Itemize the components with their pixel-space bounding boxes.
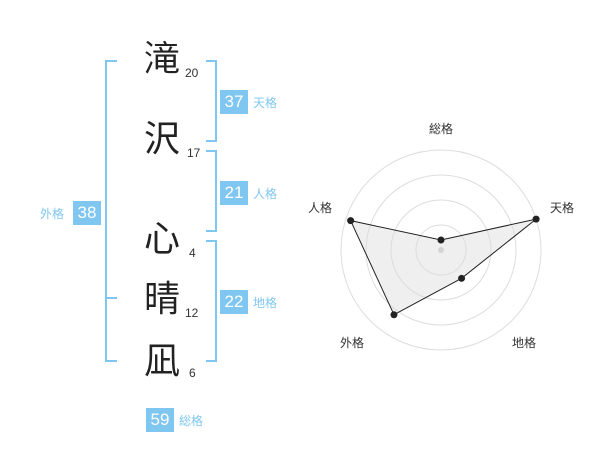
jinkaku-label: 人格 (253, 187, 278, 201)
chikaku-bracket (206, 240, 217, 362)
radar-point-0 (437, 236, 445, 244)
radar-ring (390, 199, 492, 301)
radar-point-2 (458, 274, 466, 282)
radar-ring (365, 174, 517, 326)
radar-axis-label-jinkaku: 人格 (308, 200, 332, 215)
soukaku-value-badge: 59 (146, 408, 174, 432)
radar-axis-label-tenkaku: 天格 (550, 200, 574, 215)
gaikaku-inner-tick (105, 297, 117, 299)
radar-axis-label-chikaku: 地格 (512, 335, 536, 350)
tenkaku-value-badge: 37 (220, 90, 248, 114)
radar-ring (340, 149, 542, 351)
tenkaku-bracket (206, 60, 217, 142)
kanji-5: 凪 (143, 341, 180, 382)
jinkaku-bracket (206, 150, 217, 232)
gaikaku-bracket (105, 60, 117, 362)
gaikaku-label: 外格 (40, 207, 65, 221)
kanji-1: 滝 (143, 39, 180, 80)
radar-axis-label-gaikaku: 外格 (340, 335, 364, 350)
soukaku-label: 総格 (179, 414, 204, 428)
radar-center (438, 247, 444, 253)
kanji-4: 晴 (143, 279, 180, 320)
jinkaku-value-badge: 21 (220, 181, 248, 205)
radar-point-3 (390, 311, 398, 319)
kanji-3: 心 (143, 219, 180, 260)
strokes-2: 17 (187, 146, 201, 160)
strokes-3: 4 (189, 246, 196, 260)
radar-polygon (349, 218, 537, 316)
radar-point-4 (347, 217, 355, 225)
chikaku-label: 地格 (253, 296, 278, 310)
kanji-2: 沢 (143, 119, 180, 160)
radar-point-1 (532, 215, 540, 223)
chikaku-value-badge: 22 (220, 290, 248, 314)
strokes-1: 20 (185, 66, 199, 80)
radar-ring (415, 224, 467, 276)
tenkaku-label: 天格 (253, 96, 278, 110)
strokes-4: 12 (185, 306, 199, 320)
strokes-5: 6 (189, 366, 196, 380)
gaikaku-value-badge: 38 (73, 201, 101, 225)
radar-axis-label-soukaku: 総格 (429, 121, 453, 136)
